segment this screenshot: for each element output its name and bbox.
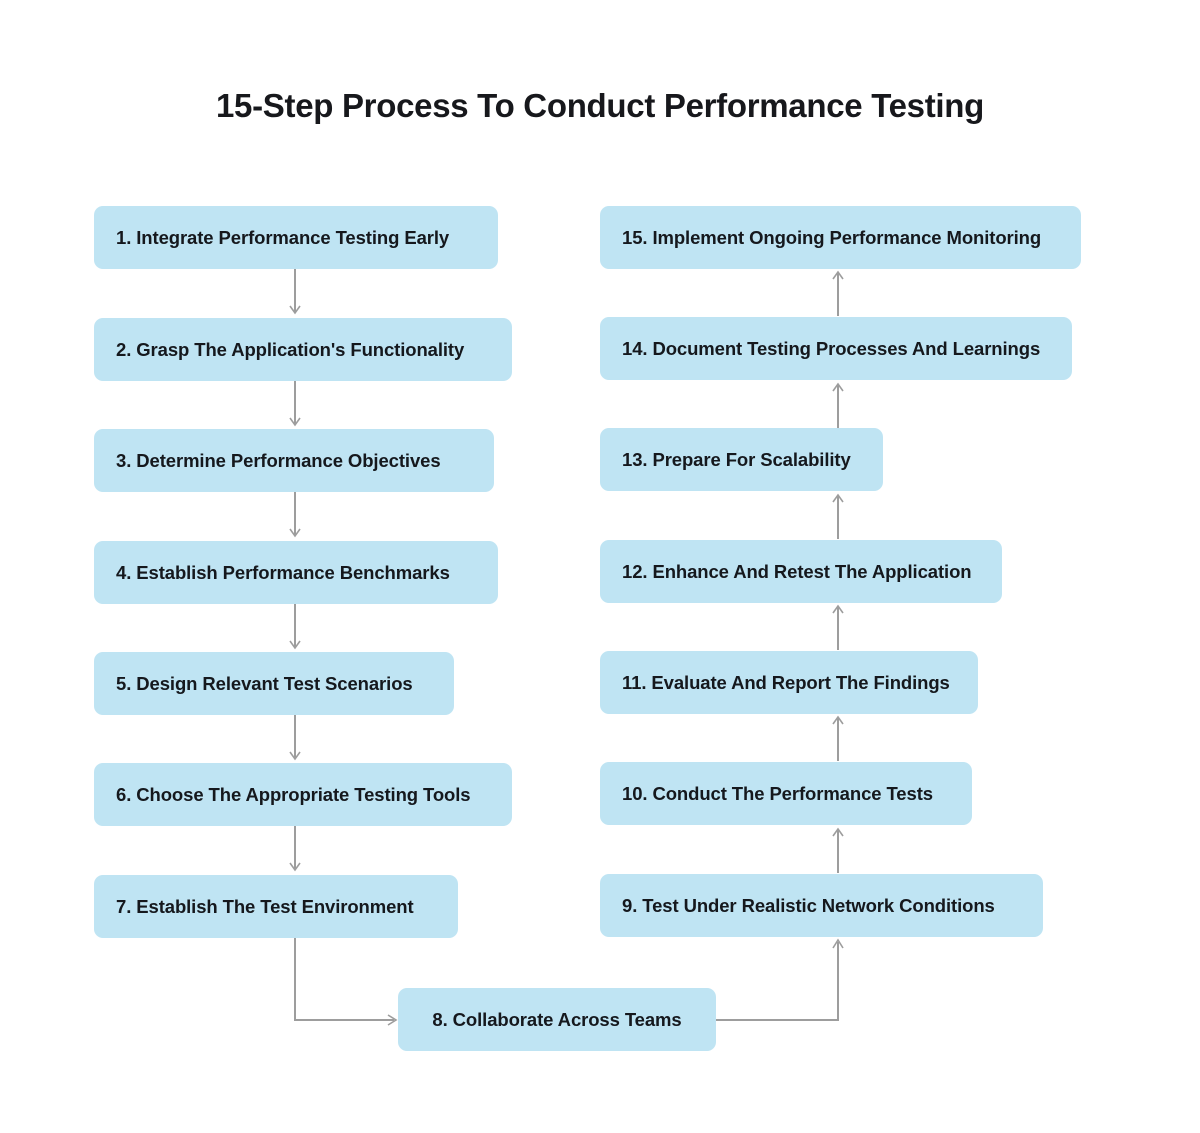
step-node-6[interactable]: 6. Choose The Appropriate Testing Tools	[94, 763, 512, 826]
connector-5-to-6	[289, 715, 301, 761]
connector-8-to-9	[716, 938, 844, 1021]
step-node-2-label: 2. Grasp The Application's Functionality	[116, 338, 465, 360]
step-node-3[interactable]: 3. Determine Performance Objectives	[94, 429, 494, 492]
step-node-4[interactable]: 4. Establish Performance Benchmarks	[94, 541, 498, 604]
step-node-12-label: 12. Enhance And Retest The Application	[622, 560, 972, 582]
connector-10-to-11	[832, 715, 844, 761]
connector-11-to-12	[832, 604, 844, 650]
connector-2-to-3	[289, 381, 301, 427]
connector-13-to-14	[832, 382, 844, 428]
step-node-2[interactable]: 2. Grasp The Application's Functionality	[94, 318, 512, 381]
connector-12-to-13	[832, 493, 844, 539]
step-node-13[interactable]: 13. Prepare For Scalability	[600, 428, 883, 491]
connector-4-to-5	[289, 604, 301, 650]
step-node-7-label: 7. Establish The Test Environment	[116, 895, 414, 917]
step-node-14-label: 14. Document Testing Processes And Learn…	[622, 337, 1041, 359]
step-node-8-label: 8. Collaborate Across Teams	[432, 1008, 682, 1030]
step-node-6-label: 6. Choose The Appropriate Testing Tools	[116, 783, 471, 805]
step-node-12[interactable]: 12. Enhance And Retest The Application	[600, 540, 1002, 603]
step-node-5[interactable]: 5. Design Relevant Test Scenarios	[94, 652, 454, 715]
step-node-9[interactable]: 9. Test Under Realistic Network Conditio…	[600, 874, 1043, 937]
connector-14-to-15	[832, 270, 844, 316]
connector-3-to-4	[289, 492, 301, 538]
step-node-4-label: 4. Establish Performance Benchmarks	[116, 561, 450, 583]
step-node-11-label: 11. Evaluate And Report The Findings	[622, 671, 950, 693]
step-node-15-label: 15. Implement Ongoing Performance Monito…	[622, 226, 1042, 248]
step-node-11[interactable]: 11. Evaluate And Report The Findings	[600, 651, 978, 714]
connector-9-to-10	[832, 827, 844, 873]
step-node-1-label: 1. Integrate Performance Testing Early	[116, 226, 450, 248]
step-node-7[interactable]: 7. Establish The Test Environment	[94, 875, 458, 938]
connector-7-to-8	[294, 938, 398, 1026]
step-node-1[interactable]: 1. Integrate Performance Testing Early	[94, 206, 498, 269]
step-node-9-label: 9. Test Under Realistic Network Conditio…	[622, 894, 995, 916]
connector-6-to-7	[289, 826, 301, 872]
connector-1-to-2	[289, 269, 301, 315]
step-node-3-label: 3. Determine Performance Objectives	[116, 449, 441, 471]
step-node-15[interactable]: 15. Implement Ongoing Performance Monito…	[600, 206, 1081, 269]
step-node-10-label: 10. Conduct The Performance Tests	[622, 782, 933, 804]
page-title: 15-Step Process To Conduct Performance T…	[216, 87, 984, 124]
step-node-8[interactable]: 8. Collaborate Across Teams	[398, 988, 716, 1051]
step-node-14[interactable]: 14. Document Testing Processes And Learn…	[600, 317, 1072, 380]
step-node-10[interactable]: 10. Conduct The Performance Tests	[600, 762, 972, 825]
step-node-5-label: 5. Design Relevant Test Scenarios	[116, 672, 413, 694]
step-node-13-label: 13. Prepare For Scalability	[622, 448, 851, 470]
